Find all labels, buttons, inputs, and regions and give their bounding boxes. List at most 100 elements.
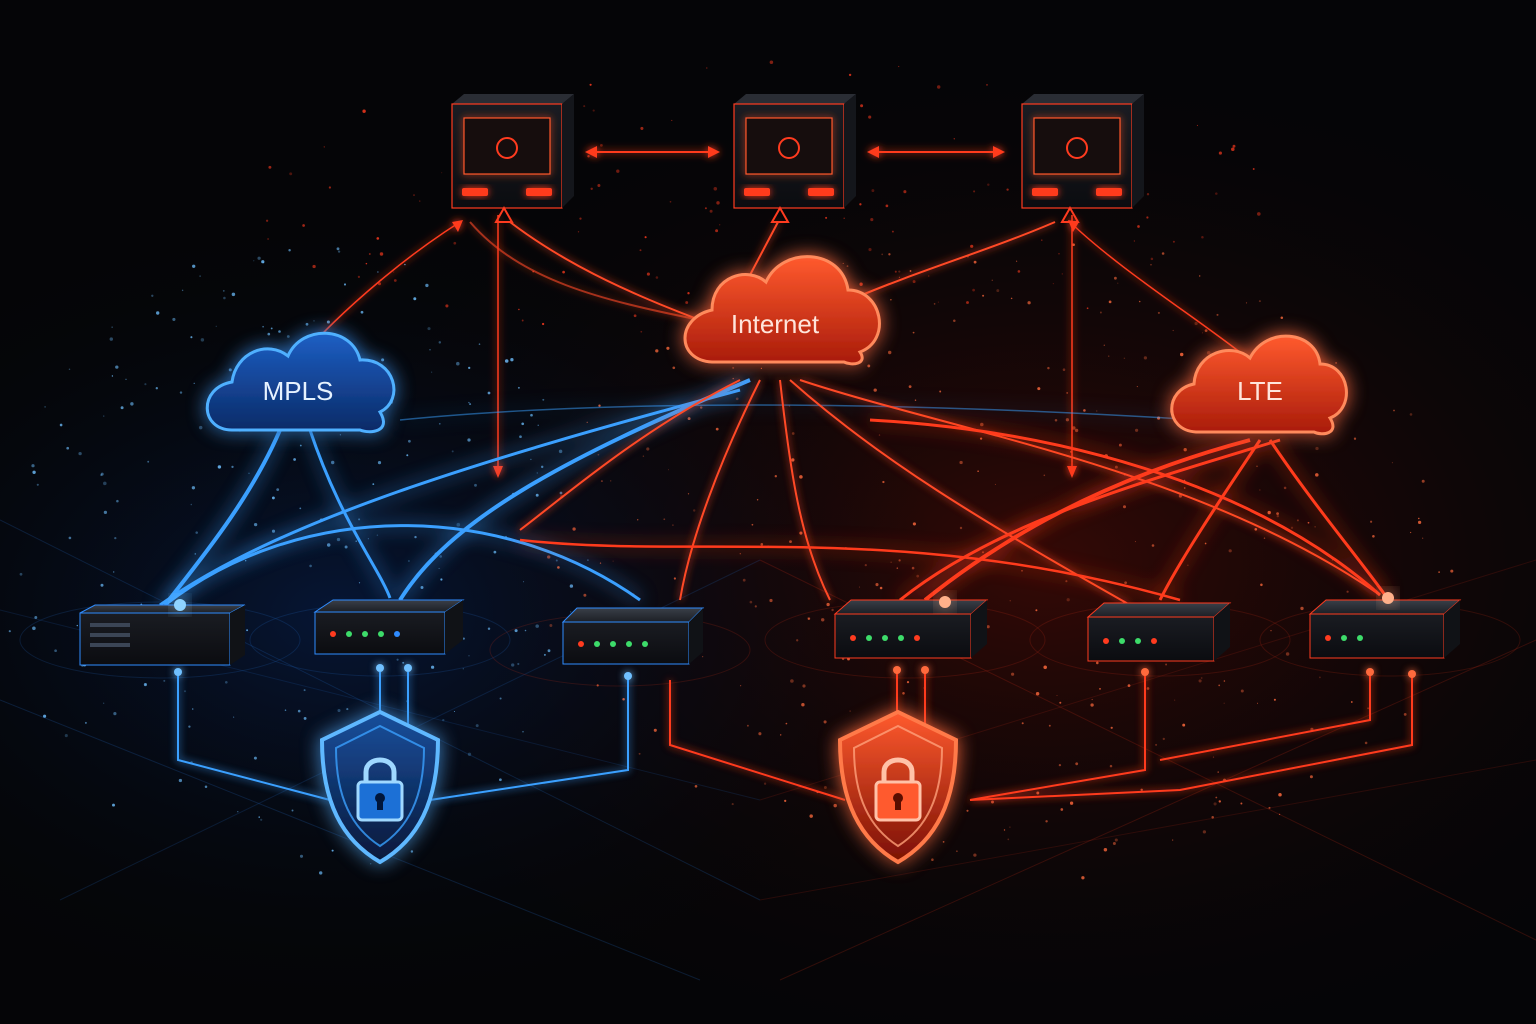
particle — [413, 297, 416, 300]
particle — [468, 402, 469, 403]
particle — [151, 295, 153, 297]
particle — [655, 349, 658, 352]
particle — [272, 530, 275, 533]
particle — [1066, 418, 1069, 421]
particle — [103, 482, 107, 486]
particle — [445, 304, 448, 307]
particle — [1137, 386, 1138, 387]
particle — [463, 668, 464, 669]
particle — [272, 496, 275, 499]
particle — [1155, 744, 1157, 746]
particle — [831, 609, 833, 611]
particle — [20, 573, 23, 576]
particle — [1173, 241, 1175, 243]
particle — [791, 458, 794, 461]
particle — [579, 217, 581, 219]
particle — [476, 724, 479, 727]
particle — [522, 731, 524, 733]
particle — [1354, 438, 1356, 440]
particle — [530, 459, 531, 460]
particle — [716, 428, 719, 431]
particle — [257, 257, 260, 260]
particle — [1314, 526, 1316, 528]
particle — [172, 318, 175, 321]
particle — [622, 698, 625, 701]
particle — [199, 275, 200, 276]
particle — [1438, 571, 1440, 573]
particle — [1194, 322, 1197, 325]
router-icon — [315, 600, 463, 654]
particle — [890, 299, 891, 300]
particle — [1315, 473, 1319, 477]
particle — [859, 587, 860, 588]
particle — [319, 871, 322, 874]
particle — [536, 494, 539, 497]
particle — [640, 127, 643, 130]
particle — [953, 320, 956, 323]
particle — [515, 629, 518, 632]
particle — [517, 663, 519, 665]
particle — [156, 387, 158, 389]
particle — [789, 540, 792, 543]
particle — [966, 810, 968, 812]
particle — [289, 172, 292, 175]
particle — [1241, 690, 1244, 693]
particle — [261, 260, 264, 263]
particle — [966, 301, 969, 304]
particle — [903, 190, 906, 193]
particle — [1450, 570, 1453, 573]
particle — [1081, 876, 1084, 879]
particle — [519, 435, 522, 438]
particle — [547, 555, 550, 558]
particle — [780, 734, 781, 735]
particle — [870, 218, 873, 221]
particle — [943, 841, 945, 843]
particle — [1043, 666, 1047, 670]
particle — [912, 567, 915, 570]
particle — [431, 666, 434, 669]
particle — [1055, 419, 1058, 422]
particle — [556, 559, 558, 561]
particle — [1404, 713, 1407, 716]
particle — [32, 627, 36, 631]
particle — [1199, 679, 1202, 682]
particle — [144, 683, 147, 686]
particle — [1422, 480, 1425, 483]
particle — [938, 302, 939, 303]
particle — [511, 663, 514, 666]
particle — [1256, 465, 1258, 467]
particle — [267, 333, 270, 336]
particle — [421, 586, 424, 589]
particle — [1201, 677, 1203, 679]
particle — [1259, 490, 1260, 491]
particle — [562, 271, 565, 274]
particle — [359, 582, 360, 583]
particle — [144, 383, 146, 385]
particle — [542, 399, 544, 401]
particle — [246, 629, 248, 631]
particle — [1180, 353, 1183, 356]
particle — [192, 265, 195, 268]
particle — [112, 375, 113, 376]
particle — [313, 320, 314, 321]
particle — [868, 248, 871, 251]
particle — [468, 367, 470, 369]
particle — [1215, 192, 1218, 195]
particle — [340, 434, 341, 435]
particle — [115, 365, 118, 368]
particle — [1092, 699, 1093, 700]
particle — [645, 236, 647, 238]
particle — [982, 295, 984, 297]
particle — [600, 562, 601, 563]
particle — [1139, 301, 1141, 303]
particle — [786, 723, 788, 725]
particle — [736, 397, 739, 400]
particle — [544, 654, 546, 656]
particle — [1184, 487, 1186, 489]
particle — [1087, 307, 1089, 309]
particle — [404, 264, 405, 265]
particle — [1108, 356, 1109, 357]
particle — [634, 314, 637, 317]
particle — [188, 725, 190, 727]
particle — [427, 327, 430, 330]
